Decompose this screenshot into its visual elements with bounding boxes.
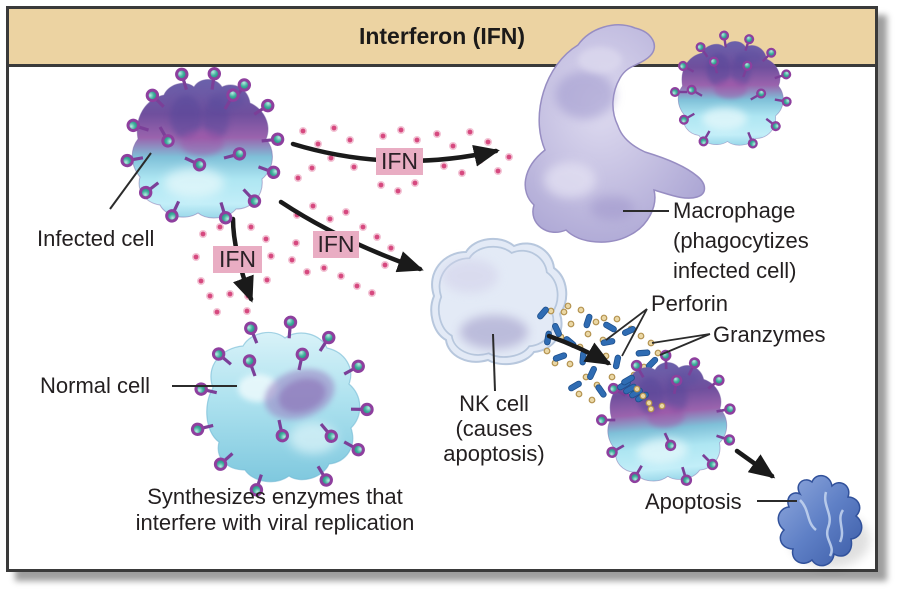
arrow-to-apoptosis xyxy=(734,448,776,479)
infected-cell-label: Infected cell xyxy=(37,226,155,251)
nk-cell xyxy=(430,237,568,366)
nk-cell-label: NK cell (causes apoptosis) xyxy=(443,391,545,466)
nk-cell-leader-line xyxy=(492,333,496,392)
perforin-label: Perforin xyxy=(651,291,729,316)
arrow-nk-attack xyxy=(546,333,612,366)
ifn-badge-middle: IFN xyxy=(313,231,359,258)
infected-cell xyxy=(119,66,285,226)
ifn-badge-top: IFN xyxy=(376,148,423,175)
figure-title: Interferon (IFN) xyxy=(358,23,526,49)
granzymes-label: Granzymes xyxy=(713,322,826,347)
macrophage-cell xyxy=(524,24,706,243)
ifn-badge-left: IFN xyxy=(213,246,262,273)
normal-cell xyxy=(189,315,374,498)
normal-cell-caption: Synthesizes enzymes that interfere with … xyxy=(135,484,415,535)
perforin-leader-lines xyxy=(605,308,648,357)
apoptotic-cell xyxy=(777,474,870,568)
normal-cell-label: Normal cell xyxy=(40,373,151,398)
infected-cell-engulfed xyxy=(669,29,793,150)
infected-cell-leader-line xyxy=(109,152,152,210)
figure-header-band: Interferon (IFN) xyxy=(9,9,875,67)
macrophage-label: Macrophage (phagocytizes infected cell) xyxy=(673,198,809,283)
apoptosis-label: Apoptosis xyxy=(645,489,742,514)
granzymes-leader-lines xyxy=(651,333,711,356)
